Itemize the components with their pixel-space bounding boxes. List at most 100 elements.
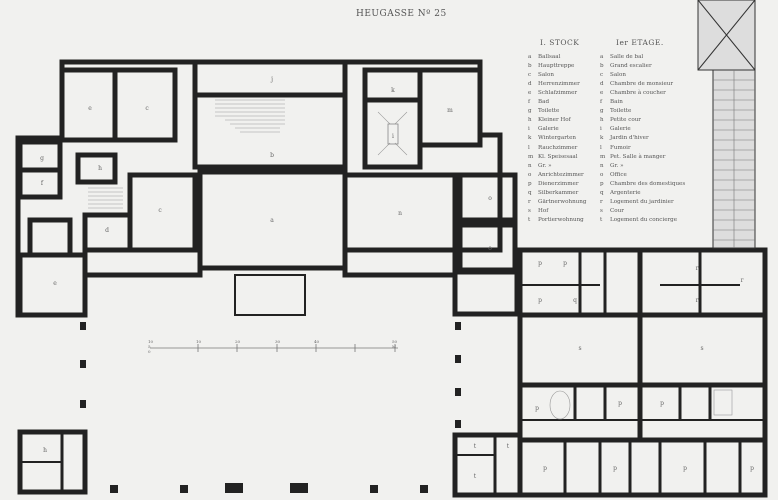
legend-german: Hof: [538, 207, 549, 214]
legend-key: p: [600, 180, 604, 187]
legend-french: Chambre des domestiques: [610, 180, 686, 187]
room-label: p: [660, 400, 664, 407]
room-e-bottom: [17, 252, 88, 318]
stair-hatching: [88, 99, 733, 420]
legend-german: Ballsaal: [538, 54, 561, 61]
room-label: r: [696, 265, 699, 272]
room-label: s: [700, 345, 703, 352]
room-label: g: [40, 155, 44, 162]
legend-french: Argenterie: [610, 189, 641, 196]
room-label: r: [696, 297, 699, 304]
room-c-top: [112, 67, 178, 143]
room-m: [417, 67, 483, 148]
room-b-staircase: [192, 92, 348, 170]
legend-german: Dienerzimmer: [538, 180, 579, 187]
legend-german: Rauchzimmer: [538, 144, 578, 151]
scale-label: 30: [275, 339, 281, 344]
scale-bar: [150, 344, 398, 352]
plan-title: HEUGASSE Nº 25: [356, 9, 447, 19]
scale-label: 10: [196, 339, 202, 344]
room-label: r: [741, 277, 744, 284]
legend-key: e: [528, 90, 532, 97]
legend-french: Logement du jardinier: [610, 198, 674, 205]
legend-german: Kleiner Hof: [538, 117, 571, 124]
legend-french: Bain: [610, 99, 623, 106]
legend-key: p: [528, 180, 532, 187]
legend-german: Bad: [538, 99, 550, 106]
walls: [15, 59, 768, 498]
tower: [697, 0, 756, 249]
legend-key: o: [600, 171, 604, 178]
legend-german: Anrichtezimmer: [538, 171, 584, 178]
legend-key: g: [600, 108, 604, 115]
legend-key: l: [528, 144, 530, 151]
room-c-mid: [127, 172, 198, 253]
legend-key: t: [528, 216, 531, 223]
legend-key: n: [528, 162, 532, 169]
room-label: b: [270, 152, 274, 159]
legend-heading-french: Ier ETAGE.: [616, 38, 664, 47]
room-label: d: [105, 227, 109, 234]
legend-key: i: [600, 126, 602, 133]
room-n: [342, 172, 458, 253]
room-label: p: [538, 260, 542, 267]
room-label: i: [392, 133, 394, 140]
legend-row: r Gärtnerwohnung r Logement du jardinier: [528, 198, 685, 207]
legend-key: t: [600, 216, 603, 223]
legend-key: r: [600, 198, 603, 205]
legend-key: s: [600, 207, 603, 214]
legend-key: i: [528, 126, 530, 133]
legend-key: a: [600, 54, 604, 61]
legend-german: Salon: [538, 72, 554, 79]
legend-heading-german: I. STOCK: [540, 38, 580, 47]
room-label: p: [535, 405, 539, 412]
room-j: [192, 59, 348, 98]
legend-key: r: [528, 198, 531, 205]
scale-label: 50 M: [392, 339, 398, 349]
legend-key: m: [600, 153, 606, 160]
legend-key: h: [528, 117, 532, 124]
legend-german: Gärtnerwohnung: [538, 198, 587, 205]
scale-label: 10 5 0: [148, 339, 154, 354]
room-label: p: [563, 260, 567, 267]
legend-french: Toilette: [610, 108, 632, 115]
legend-key: e: [600, 90, 604, 97]
room-label: c: [158, 207, 162, 214]
portico: [234, 274, 306, 316]
legend-key: k: [528, 135, 532, 142]
legend-key: d: [528, 81, 532, 88]
room-k: [362, 67, 423, 103]
room-f: [17, 167, 63, 200]
room-label: p: [543, 465, 547, 472]
room-label: h: [43, 447, 47, 454]
scale-label: 40: [314, 339, 320, 344]
legend-french: Galerie: [610, 126, 631, 133]
legend-key: o: [528, 171, 532, 178]
room-label: o: [488, 245, 492, 252]
legend-french: Fumoir: [610, 144, 631, 151]
legend-key: d: [600, 81, 604, 88]
legend-german: Portierwohnung: [538, 216, 584, 223]
legend-key: k: [600, 135, 604, 142]
room-label: t: [507, 443, 510, 450]
legend-key: f: [600, 99, 603, 106]
scale-label: 20: [235, 339, 241, 344]
legend-french: Grand escalier: [610, 63, 652, 70]
legend-french: Petite cour: [610, 117, 641, 124]
room-o-1: [457, 172, 518, 223]
room-label: t: [474, 473, 477, 480]
legend-french: Cour: [610, 207, 624, 214]
legend-german: Schlafzimmer: [538, 90, 578, 97]
room-label: p: [613, 465, 617, 472]
legend-key: f: [528, 99, 531, 106]
room-h: [75, 152, 118, 185]
legend-german: Galerie: [538, 126, 559, 133]
